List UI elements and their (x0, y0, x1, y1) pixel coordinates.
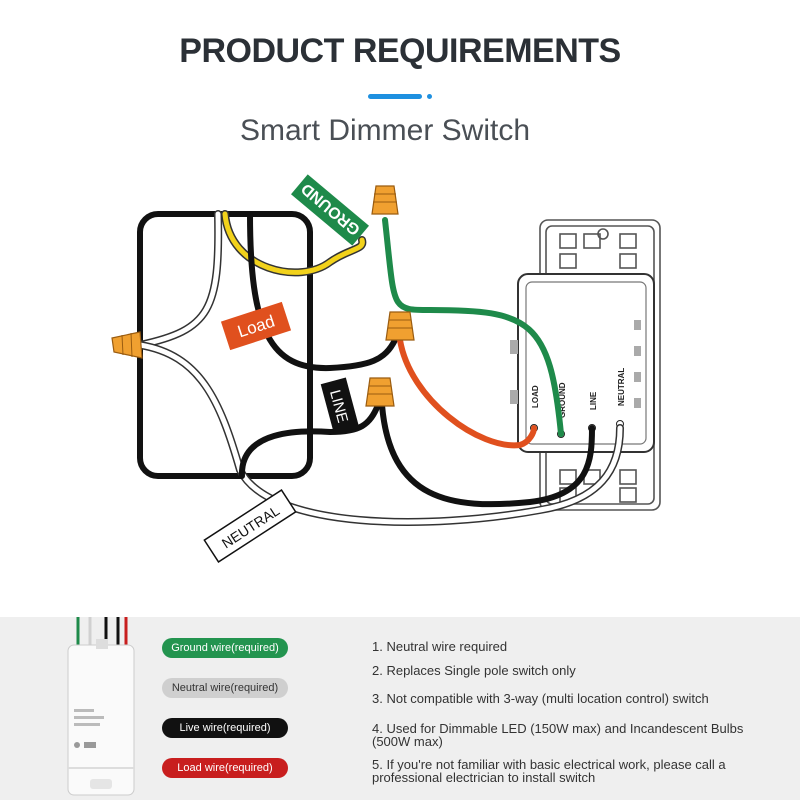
ground-tag: GROUND (291, 174, 369, 246)
wire-nut-load (385, 311, 415, 341)
title-accent-dot (427, 94, 432, 99)
terminal-label-load: LOAD (531, 385, 540, 408)
page-title: PRODUCT REQUIREMENTS (179, 32, 621, 70)
legend-ground: Ground wire(required) (162, 638, 288, 658)
yellow-wire (221, 210, 367, 277)
page-subtitle: Smart Dimmer Switch (239, 114, 531, 147)
neutral-tag: NEUTRAL (203, 489, 297, 563)
line-wire (238, 402, 595, 508)
wire-nut-ground (371, 185, 399, 215)
neutral-wire (136, 210, 624, 526)
wiring-diagram: LOAD GROUND LINE NEUTRAL (111, 174, 661, 563)
dimmer-device-image (67, 617, 135, 796)
legend-live: Live wire(required) (162, 718, 288, 738)
wire-nut-line (365, 377, 395, 407)
dimmer-module (510, 273, 655, 453)
line-tag: LINE (320, 377, 360, 435)
requirement-item: 3. Not compatible with 3-way (multi loca… (372, 691, 709, 706)
load-tag: Load (220, 301, 292, 351)
load-black-wire (247, 211, 398, 372)
requirement-item: 5. If you're not familiar with basic ele… (372, 757, 726, 785)
legend-load: Load wire(required) (162, 758, 288, 778)
requirement-item: 2. Replaces Single pole switch only (372, 663, 576, 678)
ground-wire (382, 217, 564, 437)
terminal-label-ground: GROUND (558, 382, 567, 418)
requirement-item: 4. Used for Dimmable LED (150W max) and … (372, 721, 744, 749)
load-wire (397, 337, 537, 449)
title-accent-bar (368, 94, 422, 99)
requirement-item: 1. Neutral wire required (372, 639, 508, 654)
junction-box (137, 211, 313, 479)
terminal-label-line: LINE (589, 391, 598, 410)
legend-neutral: Neutral wire(required) (162, 678, 288, 698)
wire-nut-neutral (111, 331, 143, 359)
terminal-label-neutral: NEUTRAL (617, 368, 626, 406)
